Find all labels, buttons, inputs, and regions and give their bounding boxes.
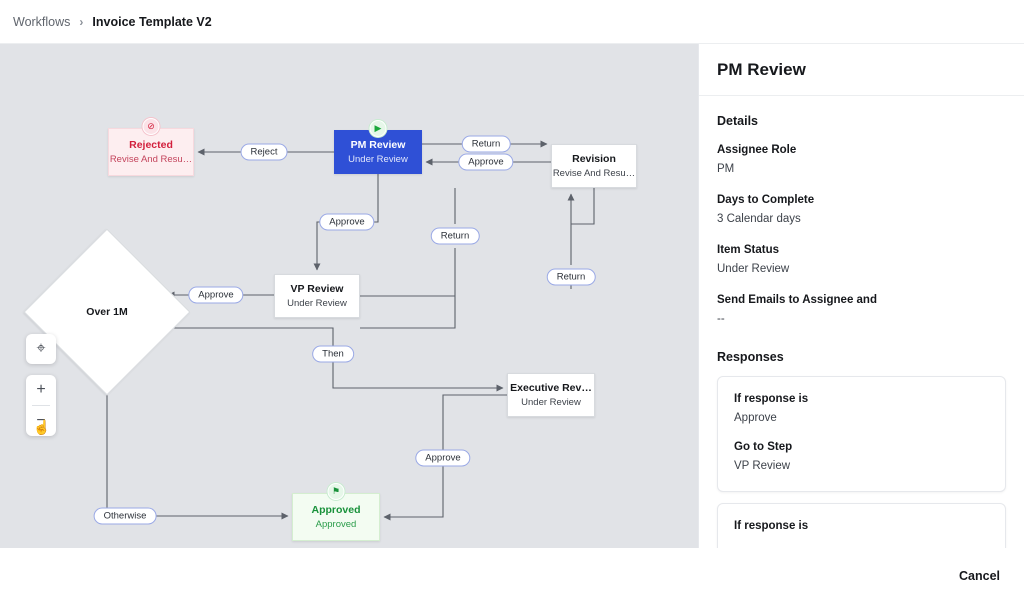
play-icon: ▶ — [369, 120, 387, 137]
node-subtitle: Under Review — [287, 297, 347, 309]
page-title: Invoice Template V2 — [92, 14, 212, 29]
workflow-edges — [100, 140, 595, 521]
node-title: Approved — [311, 503, 361, 516]
panel-header: PM Review — [699, 44, 1024, 96]
responses-heading: Responses — [717, 350, 784, 364]
node-vp-review[interactable]: VP Review Under Review — [274, 274, 360, 318]
footer-bar: Cancel — [0, 548, 1024, 603]
breadcrumb: Workflows › Invoice Template V2 — [0, 0, 1024, 44]
workflow-canvas[interactable]: ⊘ Rejected Revise And Resu… ▶ PM Review … — [0, 44, 700, 548]
field-days-to-complete: Days to Complete 3 Calendar days — [717, 192, 1006, 228]
edge-label-return-2[interactable]: Return — [430, 227, 480, 245]
response-card[interactable]: If response is Approve Go to Step VP Rev… — [717, 376, 1006, 492]
node-revision[interactable]: Revision Revise And Resu… — [551, 144, 637, 188]
field-item-status: Item Status Under Review — [717, 242, 1006, 278]
response-target-label: Go to Step — [734, 441, 793, 453]
field-value: -- — [717, 313, 725, 325]
step-details-panel: PM Review Details Assignee Role PM Days … — [698, 44, 1024, 548]
canvas-zoom-controls[interactable]: + − — [26, 375, 56, 436]
zoom-out-button[interactable]: − — [36, 412, 46, 429]
response-card[interactable]: If response is — [717, 503, 1006, 548]
edge-label-reject[interactable]: Reject — [240, 143, 288, 161]
field-label: Send Emails to Assignee and — [717, 294, 877, 306]
edge-label-approve-3[interactable]: Approve — [188, 286, 244, 304]
node-title: Executive Rev… — [510, 381, 592, 394]
node-rejected[interactable]: ⊘ Rejected Revise And Resu… — [108, 118, 194, 176]
edge-label-return-1[interactable]: Return — [461, 135, 511, 153]
cancel-button[interactable]: Cancel — [959, 568, 1000, 583]
divider — [32, 405, 50, 406]
node-pm-review[interactable]: ▶ PM Review Under Review — [334, 120, 422, 174]
decision-label: Over 1M — [86, 306, 128, 318]
details-heading: Details — [717, 114, 758, 128]
canvas-fit-control[interactable]: ⌖ — [26, 334, 56, 364]
response-target-value: VP Review — [734, 460, 791, 472]
field-send-emails: Send Emails to Assignee and -- — [717, 292, 1006, 328]
stop-icon: ⊘ — [142, 118, 160, 135]
node-approved[interactable]: ⚑ Approved Approved — [292, 483, 380, 541]
breadcrumb-workflows-link[interactable]: Workflows — [13, 14, 71, 29]
panel-title: PM Review — [717, 59, 806, 79]
field-label: Item Status — [717, 244, 779, 256]
edge-label-return-3[interactable]: Return — [546, 268, 596, 286]
node-subtitle: Approved — [315, 518, 357, 530]
panel-body: Details Assignee Role PM Days to Complet… — [699, 96, 1024, 548]
edge-label-approve-1[interactable]: Approve — [458, 153, 514, 171]
field-value: 3 Calendar days — [717, 213, 801, 225]
node-subtitle: Under Review — [521, 396, 581, 408]
field-label: Days to Complete — [717, 194, 815, 206]
field-value: PM — [717, 163, 735, 175]
node-subtitle: Under Review — [348, 153, 408, 165]
edge-label-approve-4[interactable]: Approve — [415, 449, 471, 467]
node-subtitle: Revise And Resu… — [552, 167, 636, 179]
response-condition-label: If response is — [734, 393, 809, 405]
edge-label-otherwise[interactable]: Otherwise — [93, 507, 157, 525]
node-executive-review[interactable]: Executive Rev… Under Review — [507, 373, 595, 417]
edge-label-approve-2[interactable]: Approve — [319, 213, 375, 231]
node-subtitle: Revise And Resu… — [109, 153, 193, 165]
zoom-in-button[interactable]: + — [36, 381, 46, 398]
response-condition-value: Approve — [734, 412, 777, 424]
node-title: VP Review — [290, 282, 344, 295]
edge-label-then[interactable]: Then — [312, 345, 354, 363]
response-condition-label: If response is — [734, 520, 809, 532]
node-title: Rejected — [129, 138, 173, 151]
field-assignee-role: Assignee Role PM — [717, 142, 1006, 178]
flag-icon: ⚑ — [327, 483, 345, 500]
node-title: Revision — [572, 152, 616, 165]
node-title: PM Review — [350, 138, 406, 151]
field-value: Under Review — [717, 263, 790, 275]
chevron-right-icon: › — [79, 14, 84, 29]
fit-to-screen-icon[interactable]: ⌖ — [36, 340, 46, 357]
field-label: Assignee Role — [717, 144, 797, 156]
